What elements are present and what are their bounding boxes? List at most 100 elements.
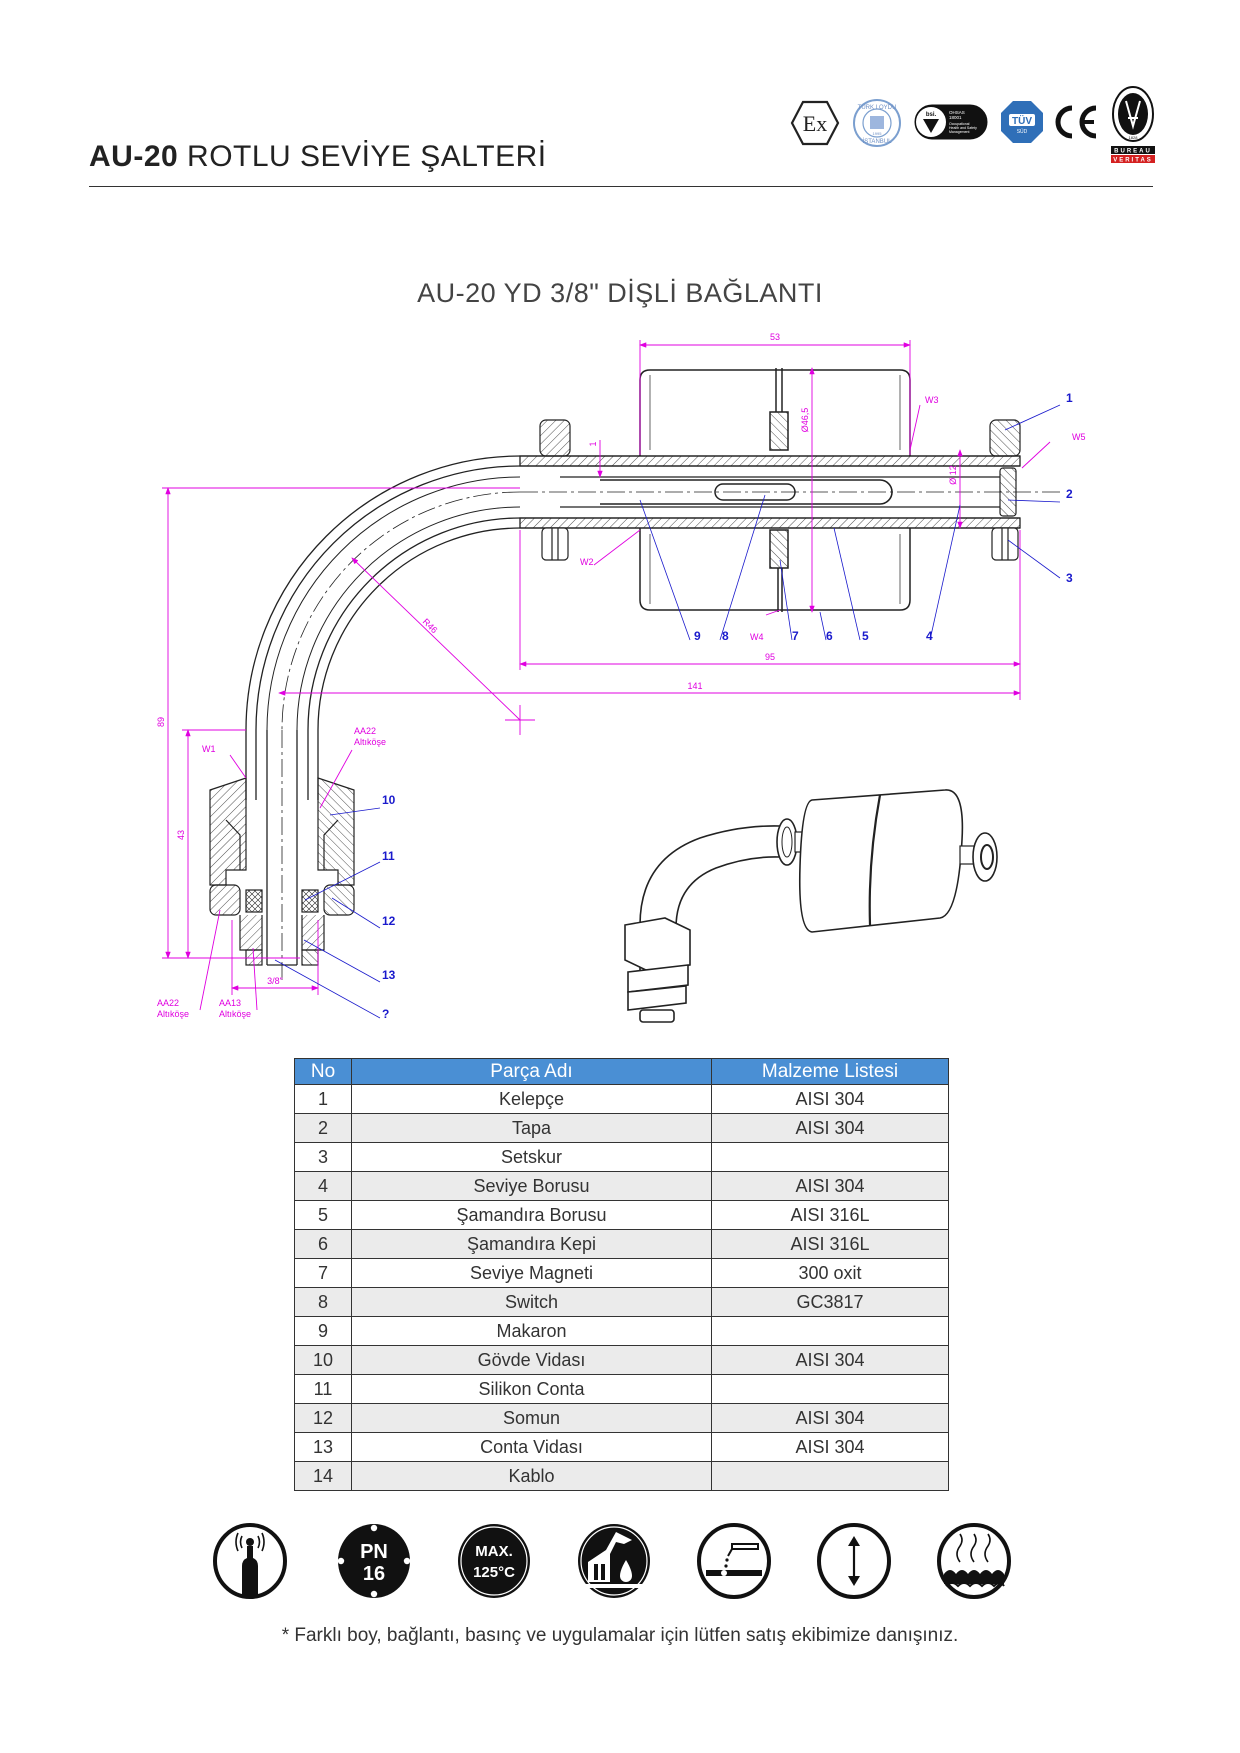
cell-part-name: Conta Vidası [351, 1432, 712, 1462]
col-header-no: No [294, 1058, 352, 1085]
svg-text:89: 89 [156, 717, 166, 727]
cell-no: 6 [294, 1229, 352, 1259]
svg-text:AA22: AA22 [354, 726, 376, 736]
cell-no: 3 [294, 1142, 352, 1172]
svg-text:141: 141 [687, 681, 702, 691]
balloon-14: ? [382, 1007, 389, 1021]
cell-no: 11 [294, 1374, 352, 1404]
svg-text:BUREAU: BUREAU [1114, 149, 1152, 155]
cell-part-name: Kelepçe [351, 1084, 712, 1114]
cell-part-name: Şamandıra Kepi [351, 1229, 712, 1259]
title-product: ROTLU SEVİYE ŞALTERİ [178, 140, 547, 173]
balloon-2: 2 [1066, 487, 1073, 501]
isometric-view [624, 789, 998, 1023]
oil-industry-icon [578, 1524, 650, 1598]
dimensions [162, 340, 1051, 1011]
svg-text:1995: 1995 [873, 131, 883, 136]
hot-liquid-icon [937, 1523, 1011, 1599]
balloon-9: 9 [694, 629, 701, 643]
svg-text:18001: 18001 [949, 115, 962, 120]
svg-text:İSTANBUL: İSTANBUL [863, 138, 893, 145]
cell-part-name: Makaron [351, 1316, 712, 1346]
technical-drawing: 53 Ø46,5 Ø 12 1 95 141 89 43 R46 3/8" W3… [156, 332, 1086, 1023]
col-header-part-name: Parça Adı [351, 1058, 712, 1085]
feature-icons: PN 16 MAX. 125°C [212, 1522, 1032, 1606]
balloon-4: 4 [926, 629, 933, 643]
balloon-10: 10 [382, 793, 396, 807]
cell-part-name: Seviye Magneti [351, 1258, 712, 1288]
pressure-pn16-icon: PN 16 [337, 1524, 411, 1598]
svg-text:MAX.: MAX. [475, 1543, 513, 1560]
cell-no: 2 [294, 1113, 352, 1143]
svg-text:OHSAS: OHSAS [949, 110, 965, 115]
bent-tube [245, 455, 1060, 980]
svg-text:Altıköşe: Altıköşe [157, 1009, 189, 1019]
cell-no: 8 [294, 1287, 352, 1317]
svg-text:R46: R46 [421, 617, 440, 636]
section-title: AU-20 YD 3/8" DİŞLİ BAĞLANTI [417, 278, 823, 308]
svg-text:95: 95 [765, 652, 775, 662]
max-temperature-icon: MAX. 125°C [458, 1524, 530, 1598]
cell-material: AISI 304 [711, 1171, 949, 1201]
tuv-sud-icon: TÜV SÜD [1001, 101, 1043, 143]
balloon-11: 11 [382, 849, 395, 863]
cell-material: AISI 304 [711, 1403, 949, 1433]
cell-material: AISI 304 [711, 1432, 949, 1462]
svg-text:TÜV: TÜV [1012, 114, 1032, 127]
svg-text:16: 16 [363, 1563, 385, 1585]
float [639, 368, 911, 612]
ce-mark-icon [1055, 105, 1097, 139]
balloon-7: 7 [792, 629, 799, 643]
svg-text:W1: W1 [202, 744, 216, 754]
svg-text:Health and Safety: Health and Safety [949, 126, 977, 130]
cell-no: 7 [294, 1258, 352, 1288]
table-header-row: No Parça Adı Malzeme Listesi [294, 1058, 949, 1085]
cell-no: 9 [294, 1316, 352, 1346]
balloon-numbers: 1 2 3 4 5 6 7 8 9 10 11 12 13 ? [382, 391, 1073, 1021]
svg-text:53: 53 [770, 332, 780, 342]
page-title: AU-20 ROTLU SEVİYE ŞALTERİ [89, 140, 547, 174]
turk-loydu-icon: TÜRK LOYDU İSTANBUL 1995 [853, 99, 901, 147]
svg-text:SÜD: SÜD [1017, 128, 1028, 135]
dimension-labels: 53 Ø46,5 Ø 12 1 95 141 89 43 R46 3/8" W3… [156, 332, 1086, 1019]
cell-part-name: Kablo [351, 1461, 712, 1491]
svg-text:1828: 1828 [1129, 135, 1139, 140]
chemical-resistance-icon [697, 1523, 771, 1599]
svg-text:TÜRK LOYDU: TÜRK LOYDU [858, 104, 897, 111]
svg-text:125°C: 125°C [473, 1564, 515, 1581]
header-divider [89, 186, 1153, 187]
cell-part-name: Gövde Vidası [351, 1345, 712, 1375]
bsi-ohsas-icon: bsi. OHSAS 18001 Occupational Health and… [914, 104, 988, 140]
svg-text:W3: W3 [925, 395, 939, 405]
svg-text:AA22: AA22 [157, 998, 179, 1008]
svg-text:AA13: AA13 [219, 998, 241, 1008]
cell-no: 12 [294, 1403, 352, 1433]
balloon-1: 1 [1066, 391, 1073, 405]
level-sensor-signal-icon [213, 1523, 287, 1599]
svg-text:W2: W2 [580, 557, 594, 567]
svg-text:VERITAS: VERITAS [1113, 158, 1153, 164]
cell-part-name: Silikon Conta [351, 1374, 712, 1404]
balloon-13: 13 [382, 968, 396, 982]
cell-part-name: Somun [351, 1403, 712, 1433]
title-model: AU-20 [89, 140, 179, 173]
svg-text:Altıköşe: Altıköşe [354, 737, 386, 747]
svg-text:Ø 12: Ø 12 [948, 465, 958, 485]
cell-part-name: Tapa [351, 1113, 712, 1143]
balloon-6: 6 [826, 629, 833, 643]
atex-ex-icon: Ex [790, 100, 840, 146]
cell-material [711, 1374, 949, 1404]
cell-no: 5 [294, 1200, 352, 1230]
cell-material: 300 oxit [711, 1258, 949, 1288]
